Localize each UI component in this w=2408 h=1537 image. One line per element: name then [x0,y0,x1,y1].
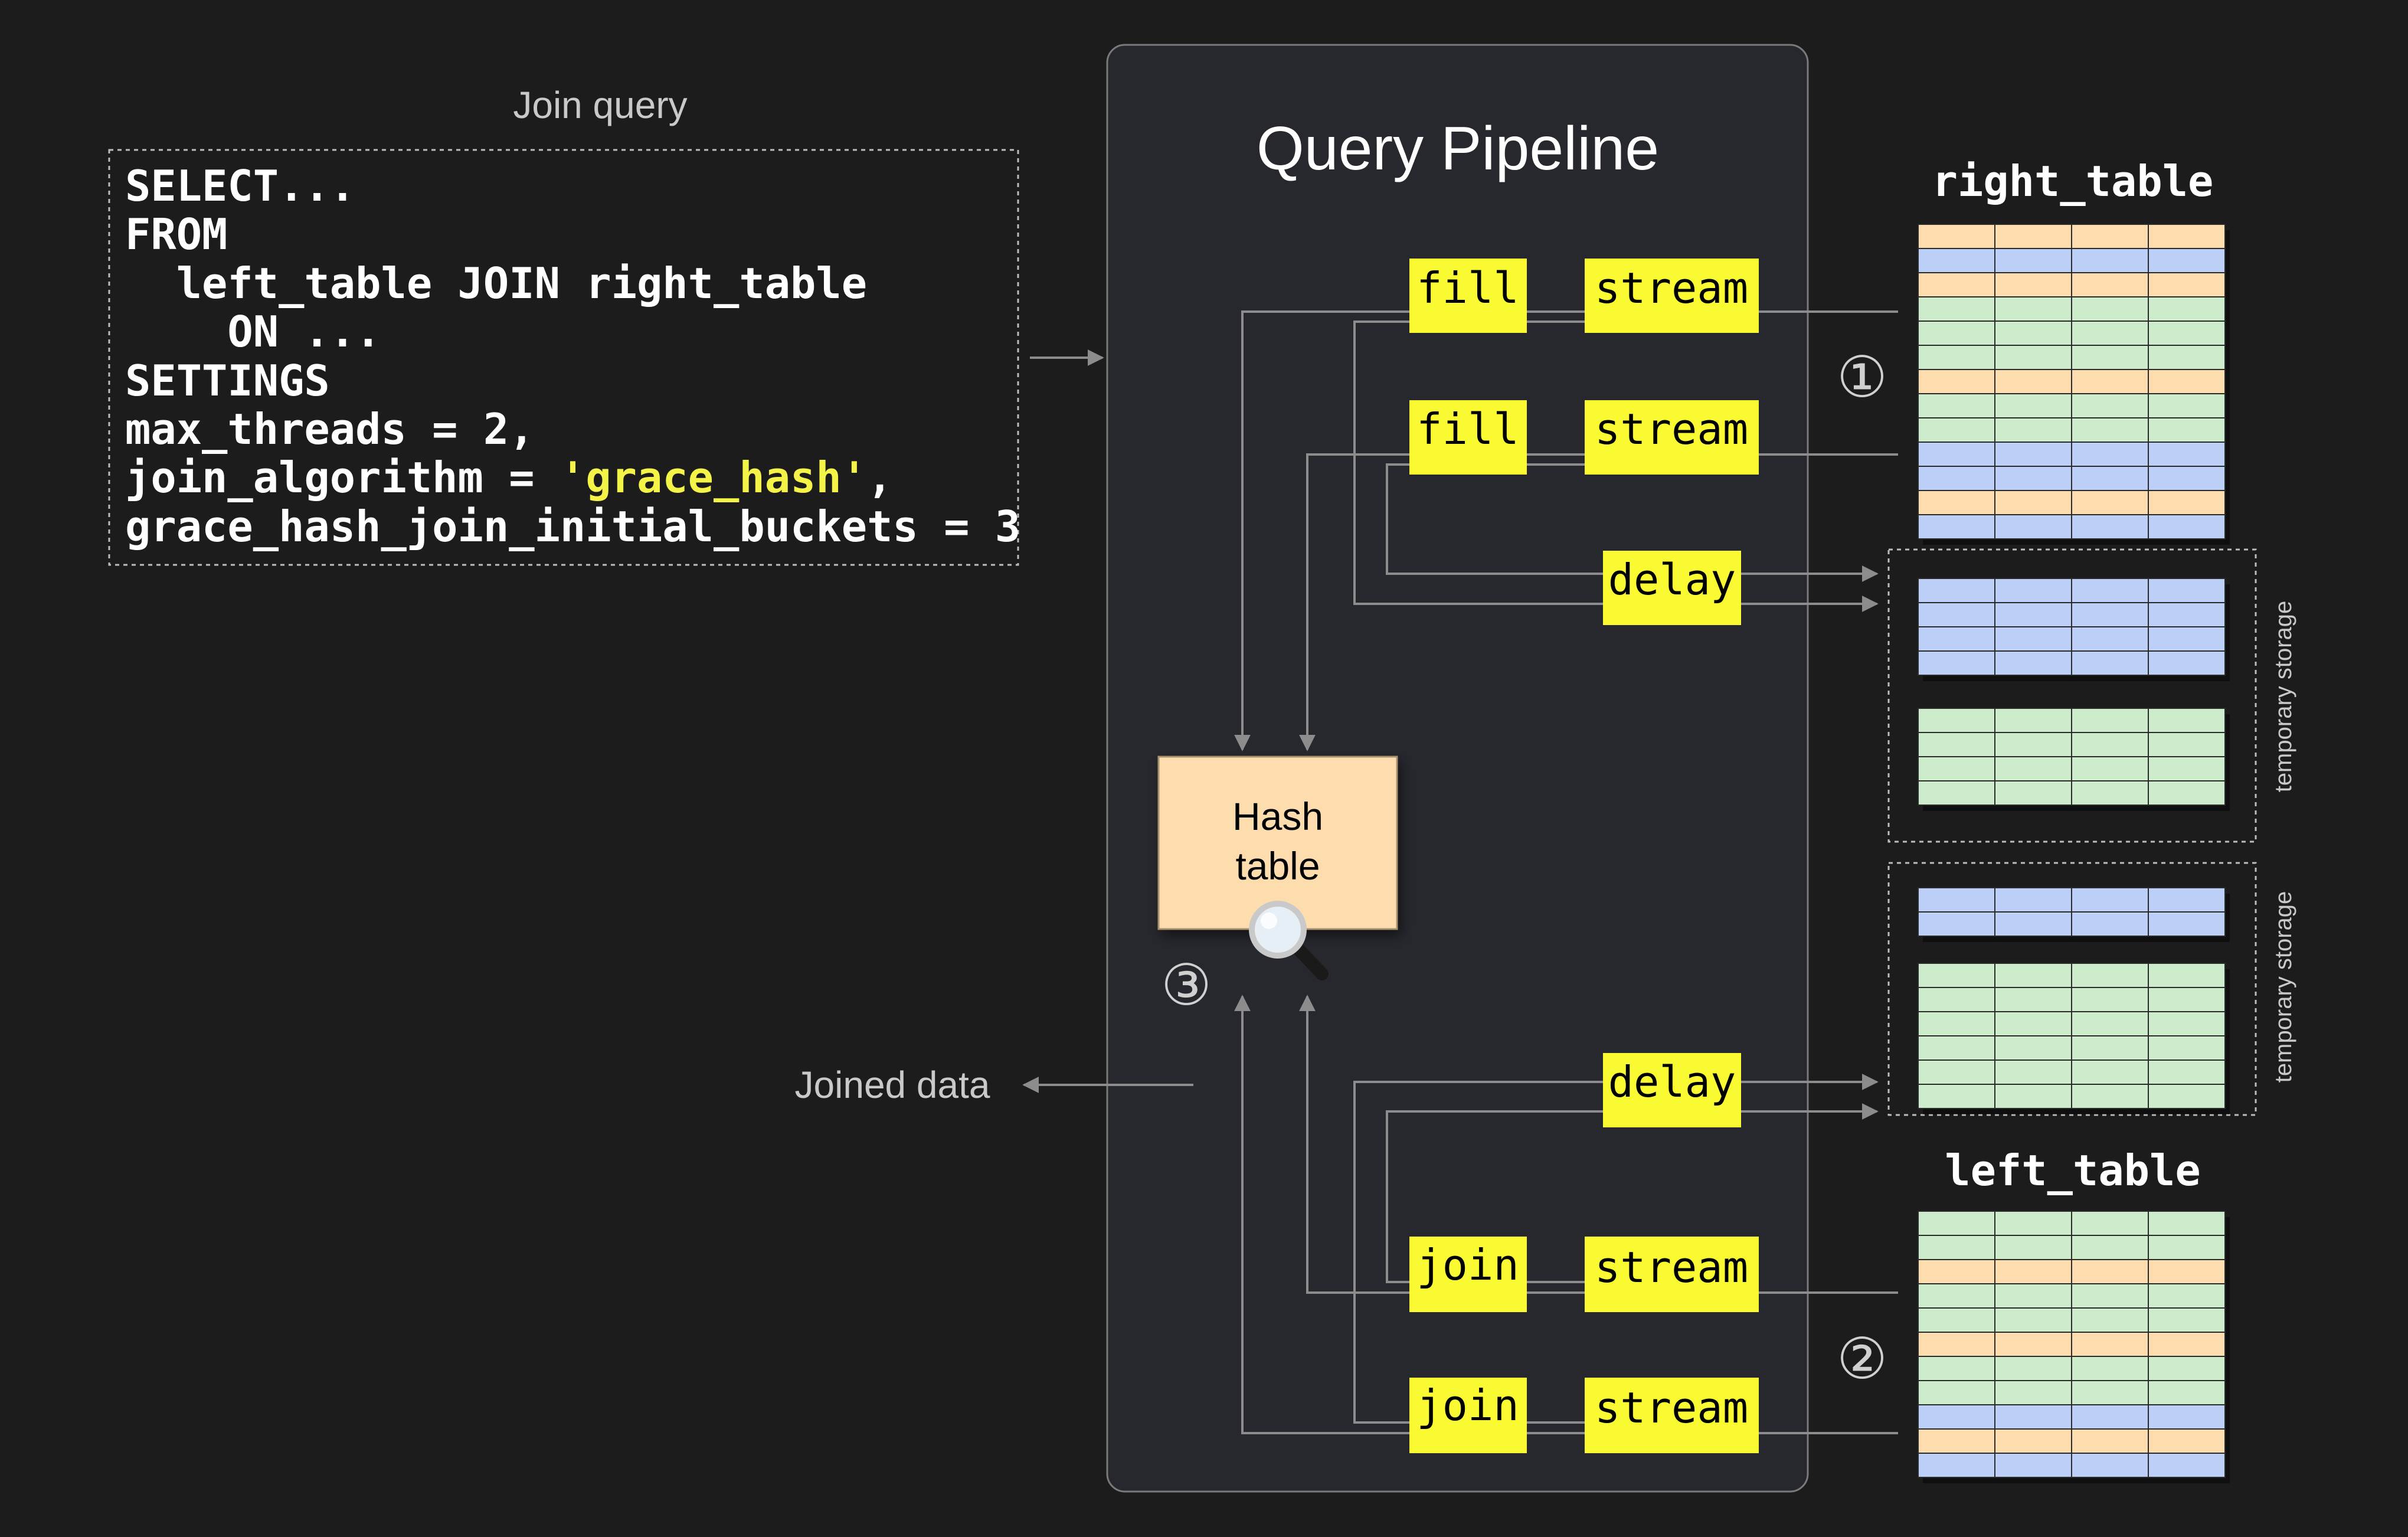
temp-storage-box-2 [1887,862,2257,1116]
fill-label-1 [1409,259,1527,333]
stream-label-1 [1585,259,1759,333]
right-table-title: right_table [1932,156,2214,206]
query-line-algorithm: join_algorithm = 'grace_hash', [125,453,892,502]
query-line: max_threads = 2, [125,404,535,454]
fill-label-2 [1409,400,1527,475]
marker-two: ② [1837,1327,1887,1391]
join-label-1 [1409,1237,1527,1312]
query-line: left_table JOIN right_table [125,259,867,308]
query-line: grace_hash_join_initial_buckets = 3 [125,502,1020,551]
joined-data-label: Joined data [795,1064,990,1106]
stream-label-2 [1585,400,1759,475]
query-line: SETTINGS [125,356,330,405]
temp-storage-box-1 [1887,548,2257,843]
query-box [108,149,1019,566]
stream-text: stream [1595,263,1748,313]
temp-storage-label-2: temporary storage [2270,891,2296,1083]
hash-table-box [1157,756,1398,930]
delay-text: delay [1608,1057,1736,1107]
algorithm-comma: , [867,453,892,502]
hash-table-line1: Hash [1232,794,1323,838]
stream-text: stream [1595,404,1748,454]
left-table-title: left_table [1945,1146,2200,1195]
temp-storage-label-1: temporary storage [2270,601,2296,793]
delay-label-2 [1603,1053,1741,1127]
query-code: SELECT... FROM left_table JOIN right_tab… [125,161,1020,551]
marker-three: ③ [1161,954,1212,1017]
delay-text: delay [1608,555,1736,604]
temp-storage-1-grid [1918,578,2230,811]
algorithm-value: 'grace_hash' [560,453,867,502]
fill-text: fill [1416,404,1519,454]
algorithm-key: join_algorithm = [125,453,560,502]
join-text: join [1416,1381,1519,1430]
pipeline-stages: fill stream fill stream delay delay join… [1409,259,1759,1453]
right-table-grid [1918,224,2230,545]
marker-one: ① [1837,346,1887,409]
fill-text: fill [1416,263,1519,313]
query-line: FROM [125,210,227,259]
join-text: join [1416,1240,1519,1290]
temp-storage-2-grid [1918,887,2230,1114]
stream-text: stream [1595,1242,1748,1292]
query-line: SELECT... [125,161,355,211]
left-table-grid [1918,1211,2230,1483]
magnifier-icon [1249,901,1329,980]
query-line: ON ... [125,307,381,357]
stream-text: stream [1595,1383,1748,1433]
join-query-label: Join query [513,84,687,126]
delay-label-1 [1603,551,1741,625]
stream-label-4 [1585,1378,1759,1453]
hash-table-line2: table [1235,844,1320,888]
join-label-2 [1409,1378,1527,1453]
pipeline-title: Query Pipeline [1257,115,1659,183]
stream-label-3 [1585,1237,1759,1312]
